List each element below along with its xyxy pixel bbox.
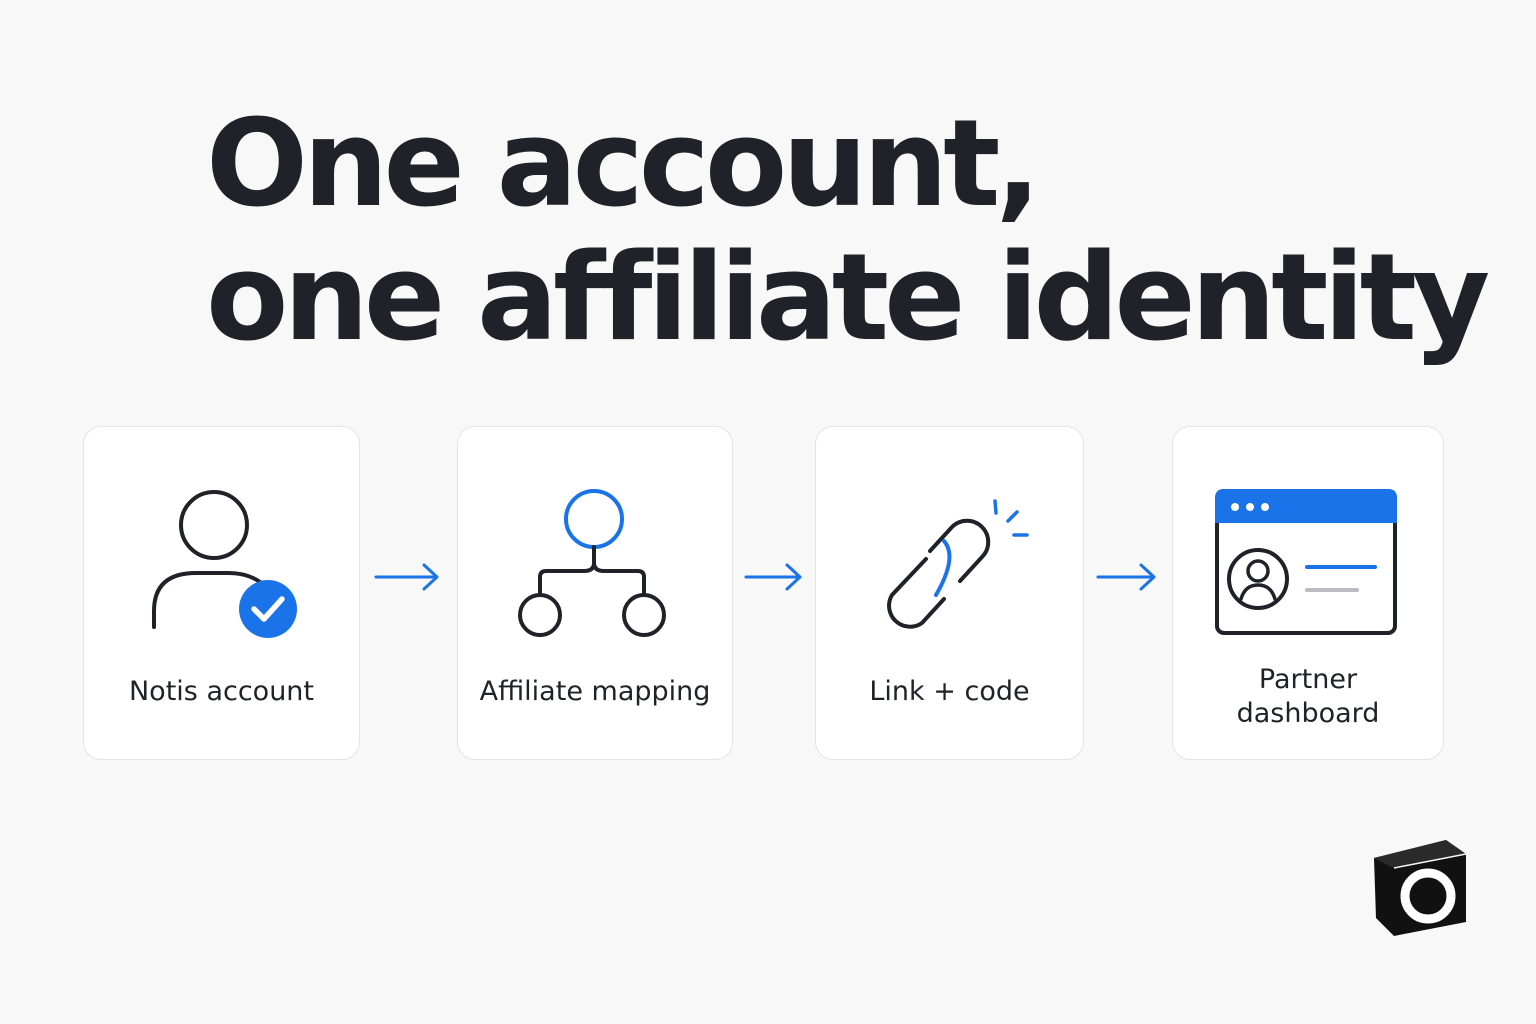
link-icon <box>887 499 1029 629</box>
headline-line-1: One account, <box>206 95 1041 234</box>
arrow-right-icon <box>744 563 802 591</box>
step-card-affiliate-mapping: Affiliate mapping <box>457 426 733 760</box>
step-label-line-1: Partner <box>1258 664 1358 695</box>
step-card-partner-dashboard: Partner dashboard <box>1172 426 1444 760</box>
hierarchy-icon <box>518 489 666 637</box>
arrow-right-icon <box>1096 563 1156 591</box>
browser-profile-icon <box>1215 489 1397 635</box>
arrow-right-icon <box>374 563 439 591</box>
step-label-notis-account: Notis account <box>128 676 315 707</box>
step-label-line-2: dashboard <box>1236 698 1380 729</box>
step-card-notis-account: Notis account <box>83 426 360 760</box>
headline-line-2: one affiliate identity <box>206 229 1490 368</box>
step-card-link-code: Link + code <box>815 426 1084 760</box>
user-check-icon <box>152 490 297 638</box>
step-label-partner-dashboard: Partner dashboard <box>1173 663 1443 731</box>
step-label-affiliate-mapping: Affiliate mapping <box>479 676 711 707</box>
headline: One account, one affiliate identity <box>206 95 1490 368</box>
notion-cube-logo <box>1374 840 1467 936</box>
step-label-link-code: Link + code <box>869 676 1030 707</box>
